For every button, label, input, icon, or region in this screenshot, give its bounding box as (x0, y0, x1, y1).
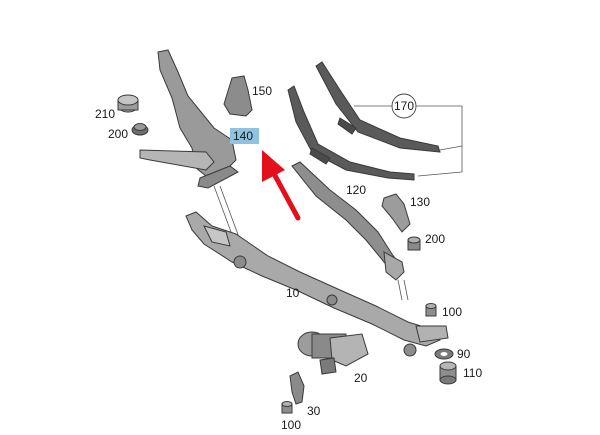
callout-110: 110 (463, 366, 482, 380)
callout-200-right: 200 (425, 232, 445, 246)
part-30-bracket[interactable] (289, 371, 305, 405)
callout-140-highlight (230, 128, 259, 144)
part-210-nut[interactable] (117, 94, 139, 113)
part-150-cover[interactable] (223, 75, 253, 117)
callout-20: 20 (354, 371, 368, 385)
part-20-motor[interactable] (297, 331, 369, 375)
part-110-cap[interactable] (439, 361, 457, 385)
part-170-wiper-blade-upper[interactable] (315, 61, 441, 153)
part-200-nut-right[interactable] (407, 236, 421, 251)
callout-100-right: 100 (442, 305, 462, 319)
red-arrow-icon (262, 150, 301, 221)
callout-120: 120 (346, 183, 366, 197)
part-140-wiper-arm[interactable] (139, 49, 241, 241)
part-120-wiper-arm[interactable] (291, 161, 405, 281)
part-170-bracket (354, 93, 463, 177)
part-10-linkage[interactable] (185, 211, 449, 357)
part-130-cover[interactable] (381, 193, 411, 233)
callout-150: 150 (252, 84, 272, 98)
part-200-washer-upper[interactable] (131, 123, 149, 136)
callout-200-upper: 200 (108, 127, 128, 141)
part-100-nut-right[interactable] (425, 303, 437, 317)
callout-90: 90 (457, 347, 471, 361)
part-90-washer[interactable] (434, 348, 454, 360)
callout-10: 10 (286, 286, 300, 300)
callout-210: 210 (95, 107, 115, 121)
part-170-wiper-blade-lower[interactable] (287, 85, 415, 181)
part-100-nut-lower[interactable] (281, 401, 293, 414)
callout-100-lower: 100 (281, 418, 301, 432)
callout-140: 140 (233, 129, 253, 143)
callout-130: 130 (410, 195, 430, 209)
callout-30: 30 (307, 404, 321, 418)
callout-170: 170 (394, 99, 414, 113)
